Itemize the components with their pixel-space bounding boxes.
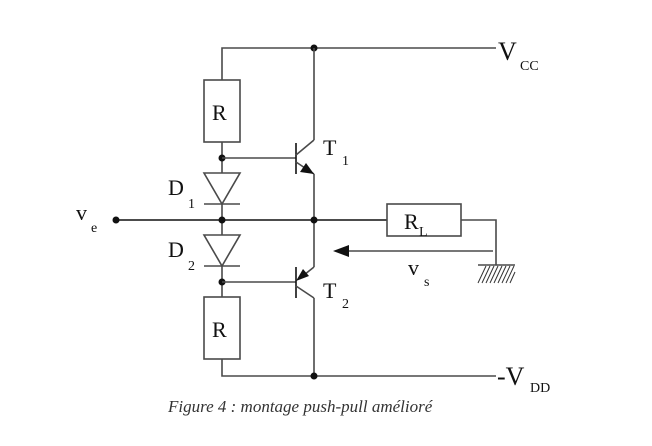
d1-label: D bbox=[168, 175, 184, 200]
rl-sub: L bbox=[419, 225, 428, 240]
r-top-label: R bbox=[212, 100, 227, 125]
d2-sub: 2 bbox=[188, 259, 195, 274]
t2-label: T bbox=[323, 278, 337, 303]
d2-label: D bbox=[168, 237, 184, 262]
t2-sub: 2 bbox=[342, 297, 349, 312]
input-line bbox=[112, 216, 387, 224]
vs-label: v bbox=[408, 255, 419, 280]
ve-sub: e bbox=[91, 221, 97, 236]
t1-label: T bbox=[323, 135, 337, 160]
input-terminal bbox=[112, 216, 120, 224]
transistor-t1 bbox=[295, 48, 315, 267]
vs-arrow bbox=[333, 245, 493, 257]
vdd-label: -V bbox=[497, 362, 525, 391]
vcc-label: V bbox=[498, 37, 517, 66]
rl-label: R bbox=[404, 209, 419, 234]
vs-sub: s bbox=[424, 275, 429, 290]
r-bottom-label: R bbox=[212, 317, 227, 342]
figure-caption: Figure 4 : montage push-pull amélioré bbox=[167, 397, 434, 416]
ve-label: v bbox=[76, 200, 87, 225]
node-output bbox=[310, 216, 318, 224]
resistor-r-bottom bbox=[203, 296, 496, 380]
ground-icon bbox=[477, 264, 516, 284]
vdd-sub: DD bbox=[530, 381, 550, 396]
transistor-t2 bbox=[295, 266, 315, 376]
vcc-rail bbox=[221, 44, 496, 80]
vcc-sub: CC bbox=[520, 59, 539, 74]
t1-sub: 1 bbox=[342, 154, 349, 169]
node-vdd bbox=[310, 372, 318, 380]
diode-d2 bbox=[202, 234, 242, 297]
node-diodes bbox=[218, 216, 226, 224]
resistor-rl bbox=[386, 203, 497, 265]
diode-d1 bbox=[202, 172, 242, 235]
d1-sub: 1 bbox=[188, 197, 195, 212]
